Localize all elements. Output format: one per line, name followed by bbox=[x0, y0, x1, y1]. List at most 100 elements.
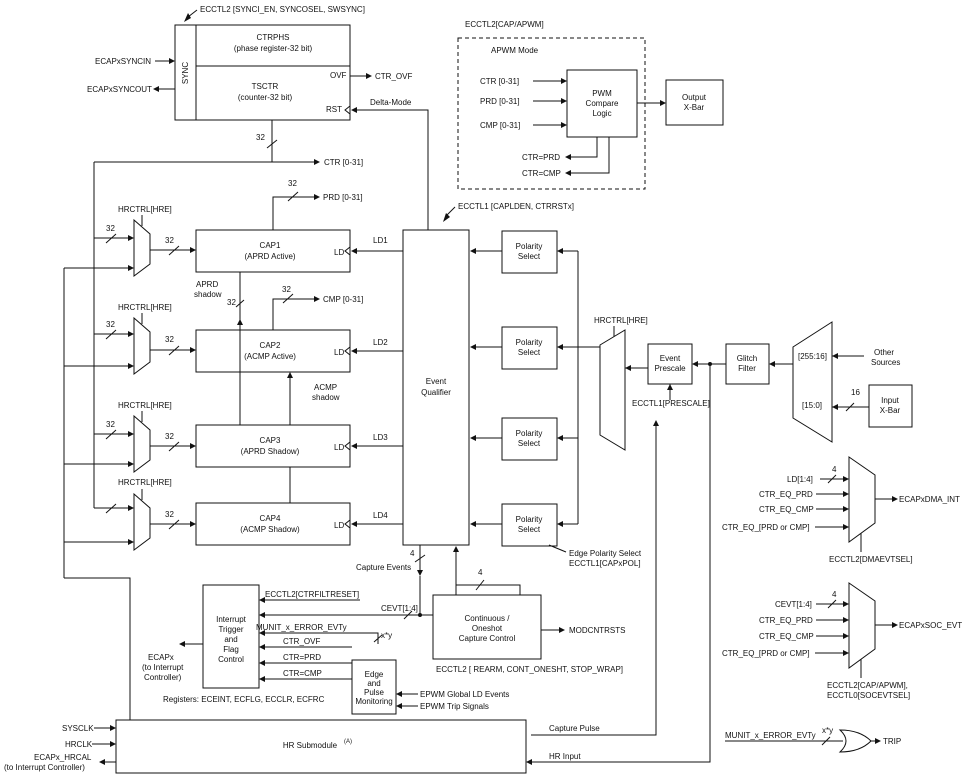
cap4-subtitle: (ACMP Shadow) bbox=[240, 525, 300, 534]
glitch-filter-box bbox=[725, 343, 770, 385]
edge-mon-line3: Pulse bbox=[364, 688, 385, 697]
input-source-mux bbox=[792, 321, 833, 443]
soc-select-line1: ECCTL2[CAP/APWM], bbox=[827, 681, 908, 690]
ld2-label: LD2 bbox=[373, 338, 388, 347]
cap4-register bbox=[195, 502, 351, 546]
event-qualifier-line1: Event bbox=[426, 377, 447, 386]
delta-mode-label: Delta-Mode bbox=[370, 98, 412, 107]
event-qualifier-box bbox=[402, 229, 470, 546]
capture-pulse-label: Capture Pulse bbox=[549, 724, 600, 733]
input-xbar-bus-width: 16 bbox=[851, 388, 860, 397]
hr-mux-1 bbox=[133, 218, 151, 277]
apwm-group: ECCTL2[CAP/APWM] APWM Mode PWM Compare L… bbox=[457, 20, 724, 190]
cap2-ld-port: LD bbox=[334, 348, 344, 357]
hrcal-line1: ECAPx_HRCAL bbox=[34, 753, 92, 762]
apwm-header-label: ECCTL2[CAP/APWM] bbox=[465, 20, 544, 29]
edge-polarity-line2: ECCTL1[CAPxPOL] bbox=[569, 559, 641, 568]
prescale-path-group: HRCTRL[HRE] Event Prescale ECCTL1[PRESCA… bbox=[526, 316, 913, 765]
cap3-ld-port: LD bbox=[334, 443, 344, 452]
hr-submodule-group: HR Submodule (A) SYSCLK HRCLK ECAPx_HRCA… bbox=[4, 719, 600, 774]
prd-bus-width: 32 bbox=[288, 179, 297, 188]
capture-events-bus-width: 4 bbox=[410, 549, 415, 558]
trip-group: MUNIT_x_ERROR_EVTy x*y TRIP bbox=[725, 726, 901, 753]
hrctrl-label-2: HRCTRL[HRE] bbox=[118, 303, 172, 312]
soc-output-label: ECAPxSOC_EVT bbox=[899, 621, 962, 630]
prescale-control-label: ECCTL1[PRESCALE] bbox=[632, 399, 710, 408]
ctrphs-title: CTRPHS bbox=[257, 33, 290, 42]
pwm-logic-line1: PWM bbox=[592, 89, 612, 98]
input-xbar-line1: Input bbox=[881, 396, 900, 405]
xy-label-int: x*y bbox=[381, 631, 392, 640]
continuous-line3: Capture Control bbox=[459, 634, 516, 643]
cap4-name: CAP4 bbox=[260, 514, 281, 523]
apwm-ctr-cmp-output: CTR=CMP bbox=[522, 169, 561, 178]
cap2-register bbox=[195, 329, 351, 373]
edge-mon-line1: Edge bbox=[365, 670, 384, 679]
dma-mux bbox=[848, 456, 876, 543]
soc-in-ctr-eq-prd: CTR_EQ_PRD bbox=[759, 616, 813, 625]
polarity-2-line1: Polarity bbox=[516, 338, 543, 347]
ecapx-syncout-label: ECAPxSYNCOUT bbox=[87, 85, 152, 94]
dma-select-label: ECCTL2[DMAEVTSEL] bbox=[829, 555, 913, 564]
hr-mux-prescale bbox=[599, 329, 626, 451]
cap1-subtitle: (APRD Active) bbox=[244, 252, 295, 261]
registers-label: Registers: ECEINT, ECFLG, ECCLR, ECFRC bbox=[163, 695, 325, 704]
polarity-4-line2: Select bbox=[518, 525, 541, 534]
glitch-filter-line1: Glitch bbox=[737, 354, 757, 363]
other-sources-line2: Sources bbox=[871, 358, 900, 367]
hrctrl-label-1: HRCTRL[HRE] bbox=[118, 205, 172, 214]
cevt-bus-label: CEVT[1:4] bbox=[381, 604, 418, 613]
sync-box bbox=[174, 24, 351, 121]
event-qualifier-group: ECCTL1 [CAPLDEN, CTRRSTx] Event Qualifie… bbox=[356, 202, 642, 576]
ld4-label: LD4 bbox=[373, 511, 388, 520]
event-qualifier-line2: Qualifier bbox=[421, 388, 451, 397]
apwm-prd-input: PRD [0-31] bbox=[480, 97, 520, 106]
dma-output-label: ECAPxDMA_INT bbox=[899, 495, 960, 504]
epwm-global-ld-label: EPWM Global LD Events bbox=[420, 690, 509, 699]
edge-monitor-group: Edge and Pulse Monitoring EPWM Global LD… bbox=[351, 659, 509, 715]
edge-mon-line2: and bbox=[367, 679, 380, 688]
hrcal-line2: (to Interrupt Controller) bbox=[4, 763, 85, 772]
soc-in-ctr-eq-cmp: CTR_EQ_CMP bbox=[759, 632, 814, 641]
edge-pulse-monitor-box bbox=[351, 659, 397, 715]
int-ctr-cmp: CTR=CMP bbox=[283, 669, 322, 678]
trip-output-label: TRIP bbox=[883, 737, 901, 746]
glitch-filter-line2: Filter bbox=[738, 364, 756, 373]
polarity-select-4 bbox=[501, 503, 558, 547]
output-xbar-box bbox=[665, 79, 724, 126]
bus32-label-1b: 32 bbox=[165, 236, 174, 245]
output-xbar-line2: X-Bar bbox=[684, 103, 705, 112]
polarity-3-line1: Polarity bbox=[516, 429, 543, 438]
acmp-shadow-line1: ACMP bbox=[314, 383, 337, 392]
interrupt-line1: Interrupt bbox=[216, 615, 247, 624]
interrupt-line5: Control bbox=[218, 655, 244, 664]
edge-mon-line4: Monitoring bbox=[355, 697, 392, 706]
edge-polarity-line1: Edge Polarity Select bbox=[569, 549, 642, 558]
polarity-select-3 bbox=[501, 417, 558, 461]
interrupt-line2: Trigger bbox=[218, 625, 243, 634]
prd-bus-label: PRD [0-31] bbox=[323, 193, 363, 202]
event-prescale-line2: Prescale bbox=[654, 364, 686, 373]
mux-low-label: [15:0] bbox=[802, 401, 822, 410]
capture-events-label: Capture Events bbox=[356, 563, 411, 572]
polarity-1-line2: Select bbox=[518, 252, 541, 261]
ctrfiltreset-label: ECCTL2[CTRFILTRESET] bbox=[265, 590, 359, 599]
polarity-select-1 bbox=[501, 230, 558, 274]
cap3-name: CAP3 bbox=[260, 436, 281, 445]
hr-submodule-title: HR Submodule bbox=[283, 741, 338, 750]
ovf-port-label: OVF bbox=[330, 71, 347, 80]
aprd-shadow-line2: shadow bbox=[194, 290, 222, 299]
epwm-trip-label: EPWM Trip Signals bbox=[420, 702, 489, 711]
cap4-ld-port: LD bbox=[334, 521, 344, 530]
polarity-select-2 bbox=[501, 326, 558, 370]
interrupt-line3: and bbox=[224, 635, 237, 644]
capture-registers-group: HRCTRL[HRE] 32 32 CAP1 (APRD Active) LD … bbox=[63, 162, 403, 720]
ctr-bus-width: 32 bbox=[256, 133, 265, 142]
hrctrl-prescale-label: HRCTRL[HRE] bbox=[594, 316, 648, 325]
soc-bus-width: 4 bbox=[832, 590, 837, 599]
cap1-register bbox=[195, 229, 351, 273]
other-sources-line1: Other bbox=[874, 348, 894, 357]
soc-in-cevt: CEVT[1:4] bbox=[775, 600, 812, 609]
pwm-logic-line2: Compare bbox=[586, 99, 619, 108]
hrctrl-label-4: HRCTRL[HRE] bbox=[118, 478, 172, 487]
